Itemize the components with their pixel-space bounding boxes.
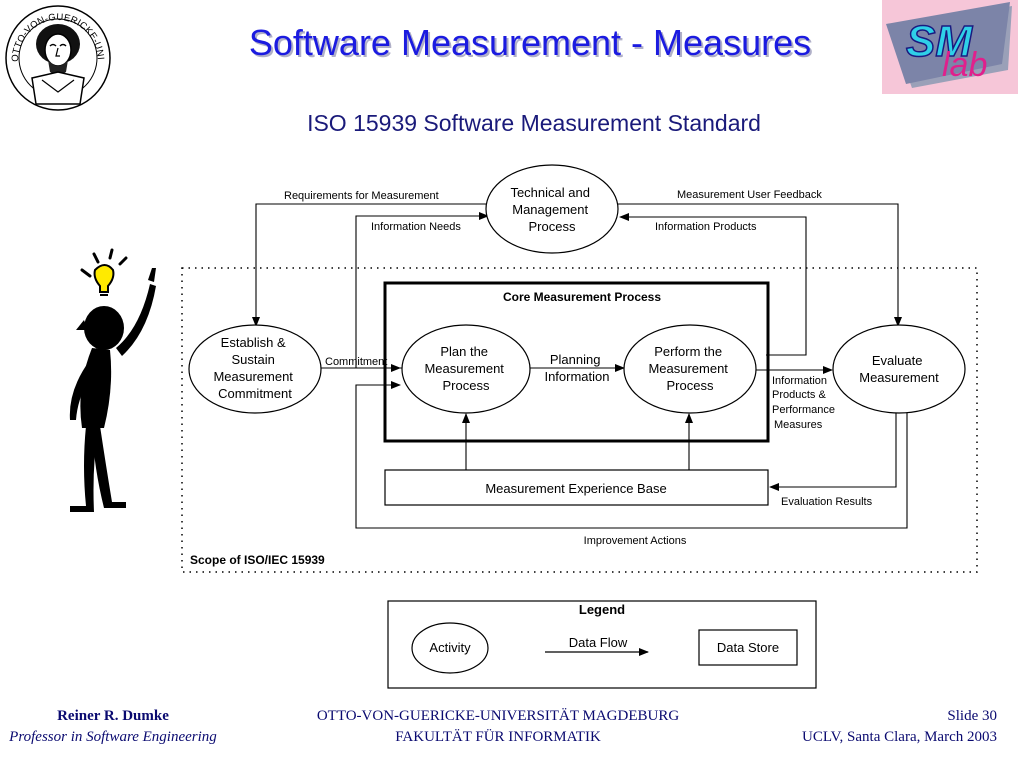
perform-measurement-process (623, 324, 757, 414)
plan-measurement-process (401, 324, 531, 414)
label-requirements: Requirements for Measurement (284, 190, 439, 202)
svg-text:Information Products &: Information Products & Performance Measu… (772, 375, 838, 431)
thinking-figure-illustration (69, 248, 156, 512)
legend-data-store-symbol (698, 629, 798, 666)
footer-faculty: FAKULTÄT FÜR INFORMATIK (395, 729, 601, 745)
plan-line-2: Measurement (424, 361, 504, 376)
establish-line-2: Sustain (232, 352, 275, 367)
perform-line-2: Measurement (648, 361, 728, 376)
svg-text:Plan the Measurement: Plan the Measurement Process (424, 344, 507, 393)
label-ip-line-2: Products & (772, 389, 826, 401)
footer-venue: UCLV, Santa Clara, March 2003 (802, 729, 997, 745)
footer-role: Professor in Software Engineering (9, 729, 217, 745)
establish-line-4: Commitment (218, 386, 292, 401)
svg-text:Establish & Sustain: Establish & Sustain Measurement Commitme… (213, 335, 296, 401)
label-planning-line-2: Information (544, 369, 609, 384)
footer-center: OTTO-VON-GUERICKE-UNIVERSITÄT MAGDEBURG … (258, 706, 738, 748)
establish-line-3: Measurement (213, 369, 293, 384)
svg-text:Planning Information: Planning Information (544, 352, 609, 384)
evaluate-measurement-process (832, 324, 966, 414)
core-process-box (383, 281, 770, 443)
legend-data-flow-label: Data Flow (569, 635, 628, 650)
svg-text:Perform the Measurement: Perform the Measurement Process (648, 344, 731, 393)
logo-sm-text: SM (906, 17, 973, 66)
legend-data-store-label: Data Store (717, 640, 779, 655)
establish-line-1: Establish & (221, 335, 286, 350)
footer-university: OTTO-VON-GUERICKE-UNIVERSITÄT MAGDEBURG (316, 708, 680, 724)
label-ip-line-1: Information (772, 375, 827, 387)
scope-label: Scope of ISO/IEC 15939 (190, 553, 325, 567)
footer-left: Reiner R. Dumke Professor in Software En… (0, 706, 226, 748)
label-evaluation-results: Evaluation Results (781, 496, 873, 508)
perform-line-1: Perform the (654, 344, 722, 359)
footer-right: Slide 30 UCLV, Santa Clara, March 2003 (700, 706, 997, 748)
core-process-title: Core Measurement Process (503, 290, 661, 304)
evaluate-line-1: Evaluate (872, 353, 923, 368)
logo-lab-text: lab (942, 46, 987, 84)
slide-subtitle: ISO 15939 Software Measurement Standard (307, 110, 761, 136)
label-ip-line-4: Measures (774, 419, 823, 431)
footer-slide-number: Slide 30 (947, 708, 997, 724)
establish-commitment-process (188, 324, 322, 414)
label-information-products: Information Products (655, 221, 757, 233)
measurement-experience-base (384, 469, 769, 506)
university-seal-logo: OTTO-VON-GUERICKE-UNIVERSITÄT MAGDEBURG (2, 0, 111, 111)
label-feedback: Measurement User Feedback (677, 189, 822, 201)
plan-line-3: Process (443, 378, 490, 393)
technical-line-2: Management (512, 202, 588, 217)
plan-line-1: Plan the (440, 344, 488, 359)
svg-text:Evaluate Measurement: Evaluate Measurement (859, 353, 939, 385)
footer-author: Reiner R. Dumke (57, 708, 169, 724)
legend-activity-label: Activity (429, 640, 471, 655)
svg-text:Technical and Management: Technical and Management Process (510, 185, 593, 234)
technical-line-3: Process (529, 219, 576, 234)
perform-line-3: Process (667, 378, 714, 393)
scope-boundary (181, 267, 978, 573)
smlab-logo: SM lab (882, 0, 1018, 94)
legend-activity-symbol (411, 622, 489, 674)
label-ip-line-3: Performance (772, 404, 835, 416)
technical-line-1: Technical and (510, 185, 590, 200)
label-commitment: Commitment (325, 356, 387, 368)
label-information-needs: Information Needs (371, 221, 461, 233)
evaluate-line-2: Measurement (859, 370, 939, 385)
technical-management-process (485, 164, 619, 254)
label-planning-line-1: Planning (550, 352, 601, 367)
label-improvement-actions: Improvement Actions (584, 535, 687, 547)
experience-base-label: Measurement Experience Base (485, 481, 666, 496)
slide-title: Software Measurement - Measures (248, 22, 812, 63)
legend-title: Legend (579, 602, 625, 617)
